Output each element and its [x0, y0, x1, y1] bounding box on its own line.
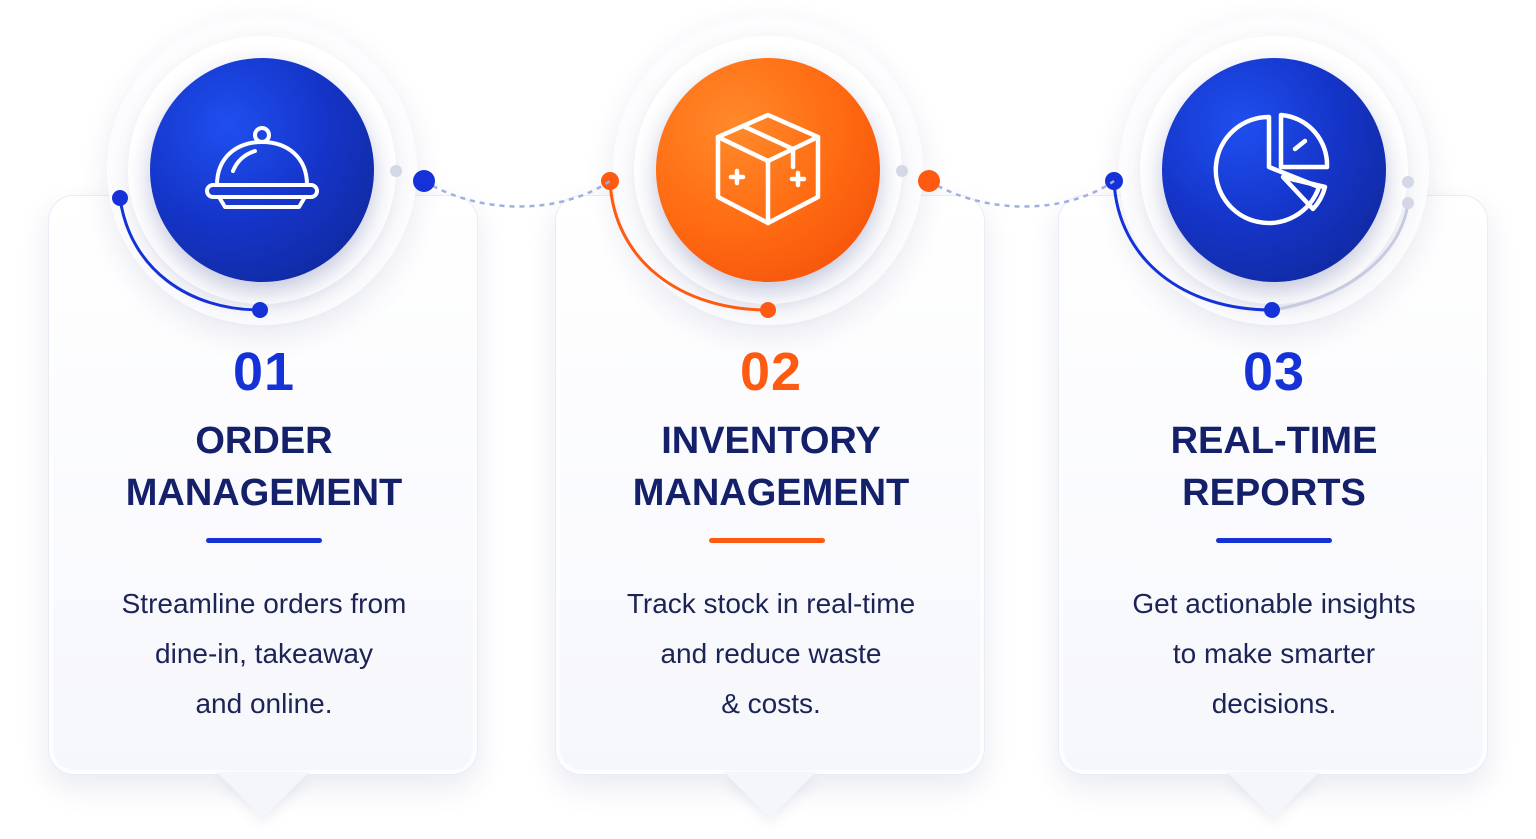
- step-title-line: INVENTORY: [661, 420, 881, 462]
- card-pointer: [1227, 772, 1319, 818]
- step-title-line: ORDER: [195, 420, 333, 462]
- icon-badge-1: [150, 58, 374, 282]
- step-number: 02: [739, 342, 803, 402]
- step-description-line: and reduce waste: [660, 638, 882, 669]
- step-title: ORDER MANAGEMENT: [49, 415, 479, 519]
- cloche-icon: [205, 126, 319, 209]
- step-title-line: MANAGEMENT: [125, 472, 403, 514]
- box-icon: [715, 112, 821, 226]
- step-description-line: and online.: [195, 688, 333, 719]
- icon-badge-3: [1162, 58, 1386, 282]
- step-description-line: Track stock in real-time: [626, 588, 916, 619]
- step-title: REAL-TIME REPORTS: [1059, 415, 1489, 519]
- step-description-line: dine-in, takeaway: [155, 638, 373, 669]
- step-description-line: Get actionable insights: [1132, 588, 1416, 619]
- step-description-line: to make smarter: [1172, 638, 1376, 669]
- step-description-line: & costs.: [721, 688, 821, 719]
- step-title-line: MANAGEMENT: [632, 472, 910, 514]
- title-underline: [709, 538, 825, 543]
- step-number: 01: [232, 342, 296, 402]
- step-title-line: REAL-TIME: [1170, 420, 1378, 462]
- step-title: INVENTORY MANAGEMENT: [556, 415, 986, 519]
- pie-chart-icon: [1213, 112, 1330, 226]
- card-pointer: [724, 772, 816, 818]
- step-description: Streamline orders from dine-in, takeaway…: [49, 579, 479, 729]
- icon-badge-2: [656, 58, 880, 282]
- step-number: 03: [1242, 342, 1306, 402]
- step-description: Get actionable insights to make smarter …: [1059, 579, 1489, 729]
- title-underline: [1216, 538, 1332, 543]
- step-description-line: Streamline orders from: [121, 588, 407, 619]
- title-underline: [206, 538, 322, 543]
- step-description-line: decisions.: [1211, 688, 1337, 719]
- card-pointer: [217, 772, 309, 818]
- step-description: Track stock in real-time and reduce wast…: [556, 579, 986, 729]
- step-title-line: REPORTS: [1182, 472, 1366, 514]
